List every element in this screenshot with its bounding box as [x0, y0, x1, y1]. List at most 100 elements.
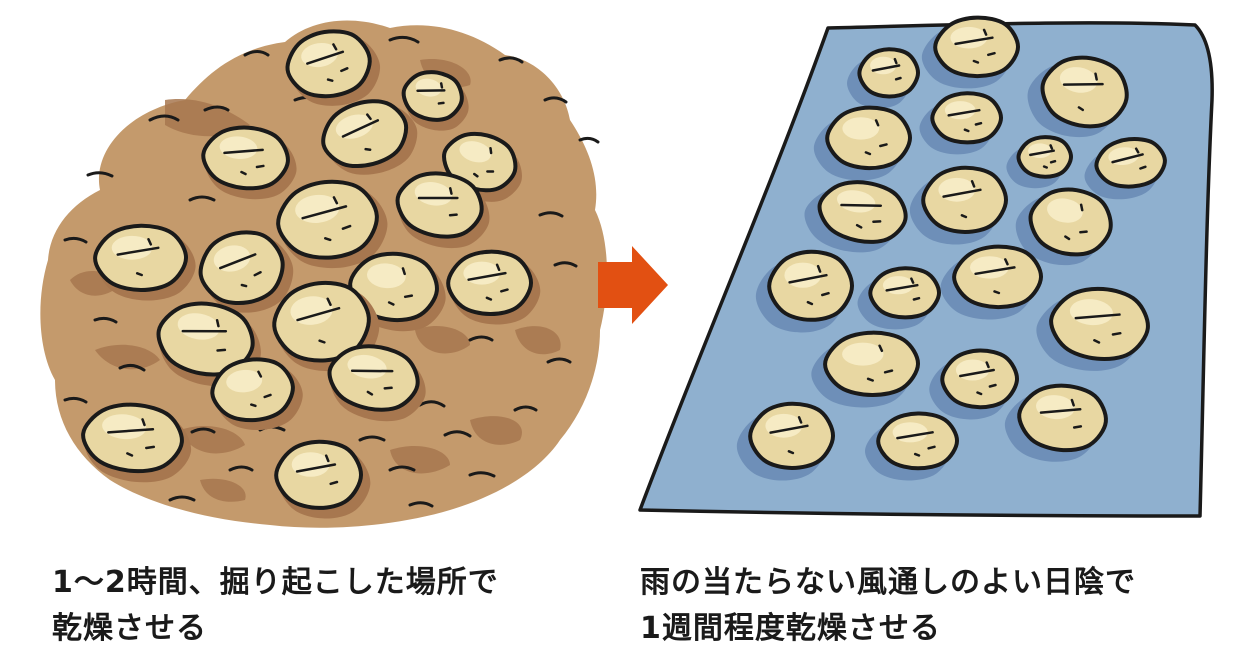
potato	[81, 402, 192, 483]
potato-eye	[987, 51, 996, 57]
potato-eye	[250, 403, 257, 408]
potato-eye	[296, 306, 341, 322]
potato-eye	[840, 203, 883, 207]
potato-eye	[974, 121, 983, 126]
potato-eye	[866, 377, 874, 382]
potato-eye	[1074, 313, 1121, 320]
potato-eye	[295, 463, 337, 473]
potato-highlight	[938, 177, 976, 202]
caption-field-line-1: 1～2時間、掘り起こした場所で	[52, 565, 499, 600]
potato-eye	[326, 297, 332, 307]
potato-highlight	[177, 313, 220, 340]
potato	[1084, 137, 1167, 200]
potato-eye	[240, 170, 247, 176]
potato-eye	[326, 78, 334, 82]
potato-eye	[365, 113, 372, 121]
potato-eye	[387, 301, 395, 306]
potato-highlight	[335, 114, 373, 139]
potato-eye	[216, 348, 227, 352]
potato-eye	[1139, 165, 1147, 170]
potato	[755, 249, 855, 333]
potato-eye	[1094, 72, 1098, 81]
potato	[285, 29, 381, 106]
potato-eye	[500, 288, 509, 293]
potato-eye	[954, 36, 994, 46]
potato-eye	[963, 128, 970, 133]
potato-eye	[878, 344, 884, 353]
potato-eye	[894, 76, 902, 81]
potato-eye	[970, 180, 976, 188]
potato-highlight	[226, 369, 263, 393]
potato-highlight	[291, 452, 330, 477]
potato	[857, 266, 942, 330]
potato-eye	[495, 263, 501, 272]
potato-eye	[1049, 159, 1057, 164]
right-potato-group	[736, 15, 1167, 481]
potato-eye	[982, 28, 988, 36]
potato-eye	[1042, 165, 1048, 169]
potato-eye	[816, 264, 822, 273]
potato-eye	[416, 89, 446, 92]
potato-eye	[263, 393, 272, 399]
caption-field-line-2: 乾燥させる	[52, 611, 207, 646]
potato-eye	[1029, 149, 1055, 157]
potato-highlight	[950, 26, 988, 49]
potato-eye	[972, 59, 980, 64]
potato-eye	[1070, 398, 1075, 407]
potato	[401, 70, 469, 131]
potato-highlight	[414, 182, 453, 206]
potato	[327, 344, 426, 422]
potato-eye	[401, 267, 406, 276]
potato-eye	[489, 147, 493, 155]
potato-eye	[473, 172, 479, 178]
caption-shade-drying: 雨の当たらない風通しのよい日陰で 1週間程度乾燥させる	[640, 560, 1136, 652]
potato	[847, 47, 921, 109]
potato-eye	[141, 418, 146, 427]
ground-strokes	[63, 35, 600, 508]
potato-eye	[341, 119, 380, 138]
potato-highlight	[836, 190, 876, 213]
potato	[1004, 383, 1108, 462]
potato-eye	[787, 450, 795, 455]
potato-eye	[959, 368, 995, 378]
potato-eye	[417, 196, 459, 200]
potato-eye	[1004, 258, 1009, 266]
potato-highlight	[944, 101, 976, 120]
potato-eye	[485, 296, 493, 301]
potato-highlight	[955, 359, 990, 381]
potato-eye	[1039, 408, 1082, 414]
potato-eye	[341, 224, 352, 230]
potato	[274, 439, 371, 519]
potato-highlight	[1059, 67, 1098, 93]
potato	[395, 171, 490, 249]
potato-eye	[324, 237, 332, 242]
potato-eye	[181, 329, 228, 333]
potato-eye	[910, 277, 915, 284]
potato-eye	[871, 64, 901, 72]
potato-highlight	[892, 422, 928, 443]
potato-highlight	[111, 235, 153, 260]
potato	[804, 180, 908, 253]
potato-eye	[855, 223, 863, 229]
potato-eye	[324, 454, 330, 463]
potato-eye	[257, 370, 263, 378]
potato-eye	[927, 445, 936, 450]
potato-highlight	[301, 42, 338, 68]
potato-eye	[366, 390, 374, 396]
potato-eye	[974, 266, 1016, 276]
potato-eye	[253, 270, 262, 277]
potato-eye	[301, 205, 348, 220]
potato-eye	[223, 148, 264, 155]
illustration	[40, 15, 1214, 528]
potato-eye	[1077, 106, 1085, 112]
potato-highlight	[784, 262, 822, 288]
ground-shadows	[70, 59, 561, 502]
potato-eye	[439, 82, 444, 89]
potato-eye	[1079, 203, 1084, 212]
potato-eye	[350, 369, 394, 373]
potato-eye	[1134, 147, 1140, 154]
potato	[929, 348, 1020, 420]
potato-eye	[364, 147, 372, 151]
potato-highlight	[295, 194, 340, 223]
potato-eye	[1049, 144, 1054, 150]
